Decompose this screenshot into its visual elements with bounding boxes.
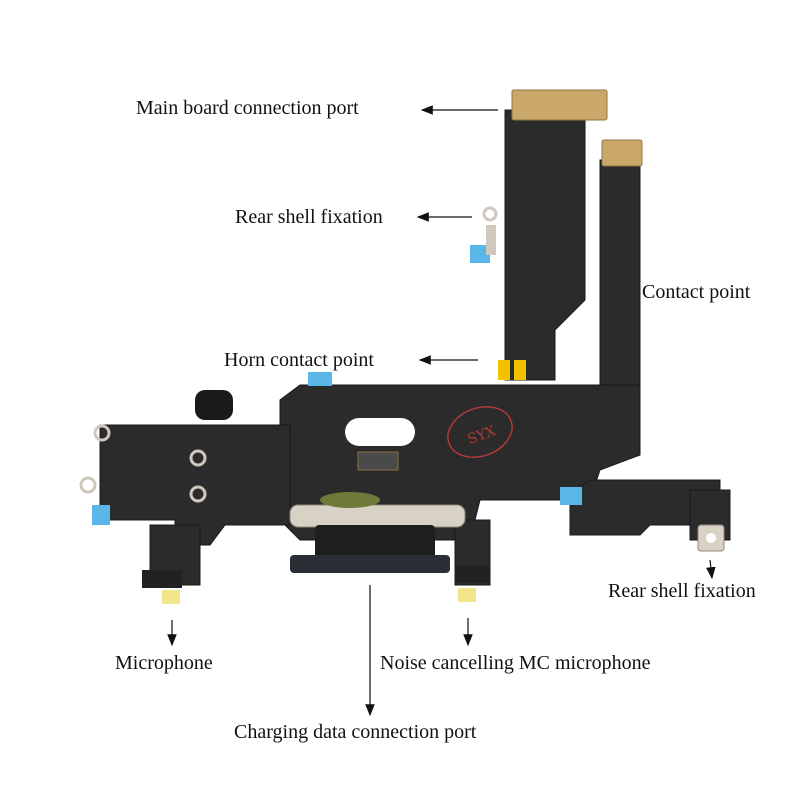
adhesive-pad bbox=[308, 372, 332, 386]
horn-contact-pad bbox=[498, 360, 510, 380]
rear-shell-fixation-bracket bbox=[482, 206, 498, 222]
horn-contact-pad bbox=[514, 360, 526, 380]
label-rear-shell-fixation-right: Rear shell fixation bbox=[608, 580, 756, 602]
bracket-ring bbox=[189, 449, 207, 467]
charging-port-green bbox=[320, 492, 380, 508]
rear-shell-fixation-hole bbox=[706, 533, 716, 543]
bracket-ring bbox=[189, 485, 207, 503]
charging-port-frame bbox=[289, 504, 466, 528]
oval-cutout bbox=[345, 418, 415, 446]
rear-shell-fixation-bracket bbox=[486, 225, 496, 255]
main-board-connector bbox=[511, 89, 608, 121]
adhesive-pad bbox=[92, 505, 110, 525]
charging-port-base bbox=[290, 555, 450, 573]
board-connector bbox=[357, 451, 399, 471]
bracket-ring bbox=[93, 424, 111, 442]
arrow-rear-shell-right bbox=[706, 559, 716, 580]
microphone-module bbox=[142, 570, 182, 588]
label-main-board-connection-port: Main board connection port bbox=[136, 97, 359, 119]
label-charging-data-connection-port: Charging data connection port bbox=[234, 721, 477, 743]
callout-arrows bbox=[167, 105, 716, 717]
label-noise-cancelling-microphone: Noise cancelling MC microphone bbox=[380, 652, 651, 674]
contact-point-connector bbox=[601, 139, 643, 167]
label-microphone: Microphone bbox=[115, 652, 213, 674]
mc-microphone-contact bbox=[458, 588, 476, 602]
adhesive-pad bbox=[470, 245, 490, 263]
adhesive-pad bbox=[560, 487, 582, 505]
label-horn-contact-point: Horn contact point bbox=[224, 349, 374, 371]
rubber-boot bbox=[195, 390, 233, 420]
label-rear-shell-fixation-top: Rear shell fixation bbox=[235, 206, 383, 228]
mc-microphone-module bbox=[455, 565, 489, 583]
bracket-ring bbox=[79, 476, 97, 494]
microphone-contact bbox=[162, 590, 180, 604]
label-contact-point: Contact point bbox=[642, 281, 751, 303]
